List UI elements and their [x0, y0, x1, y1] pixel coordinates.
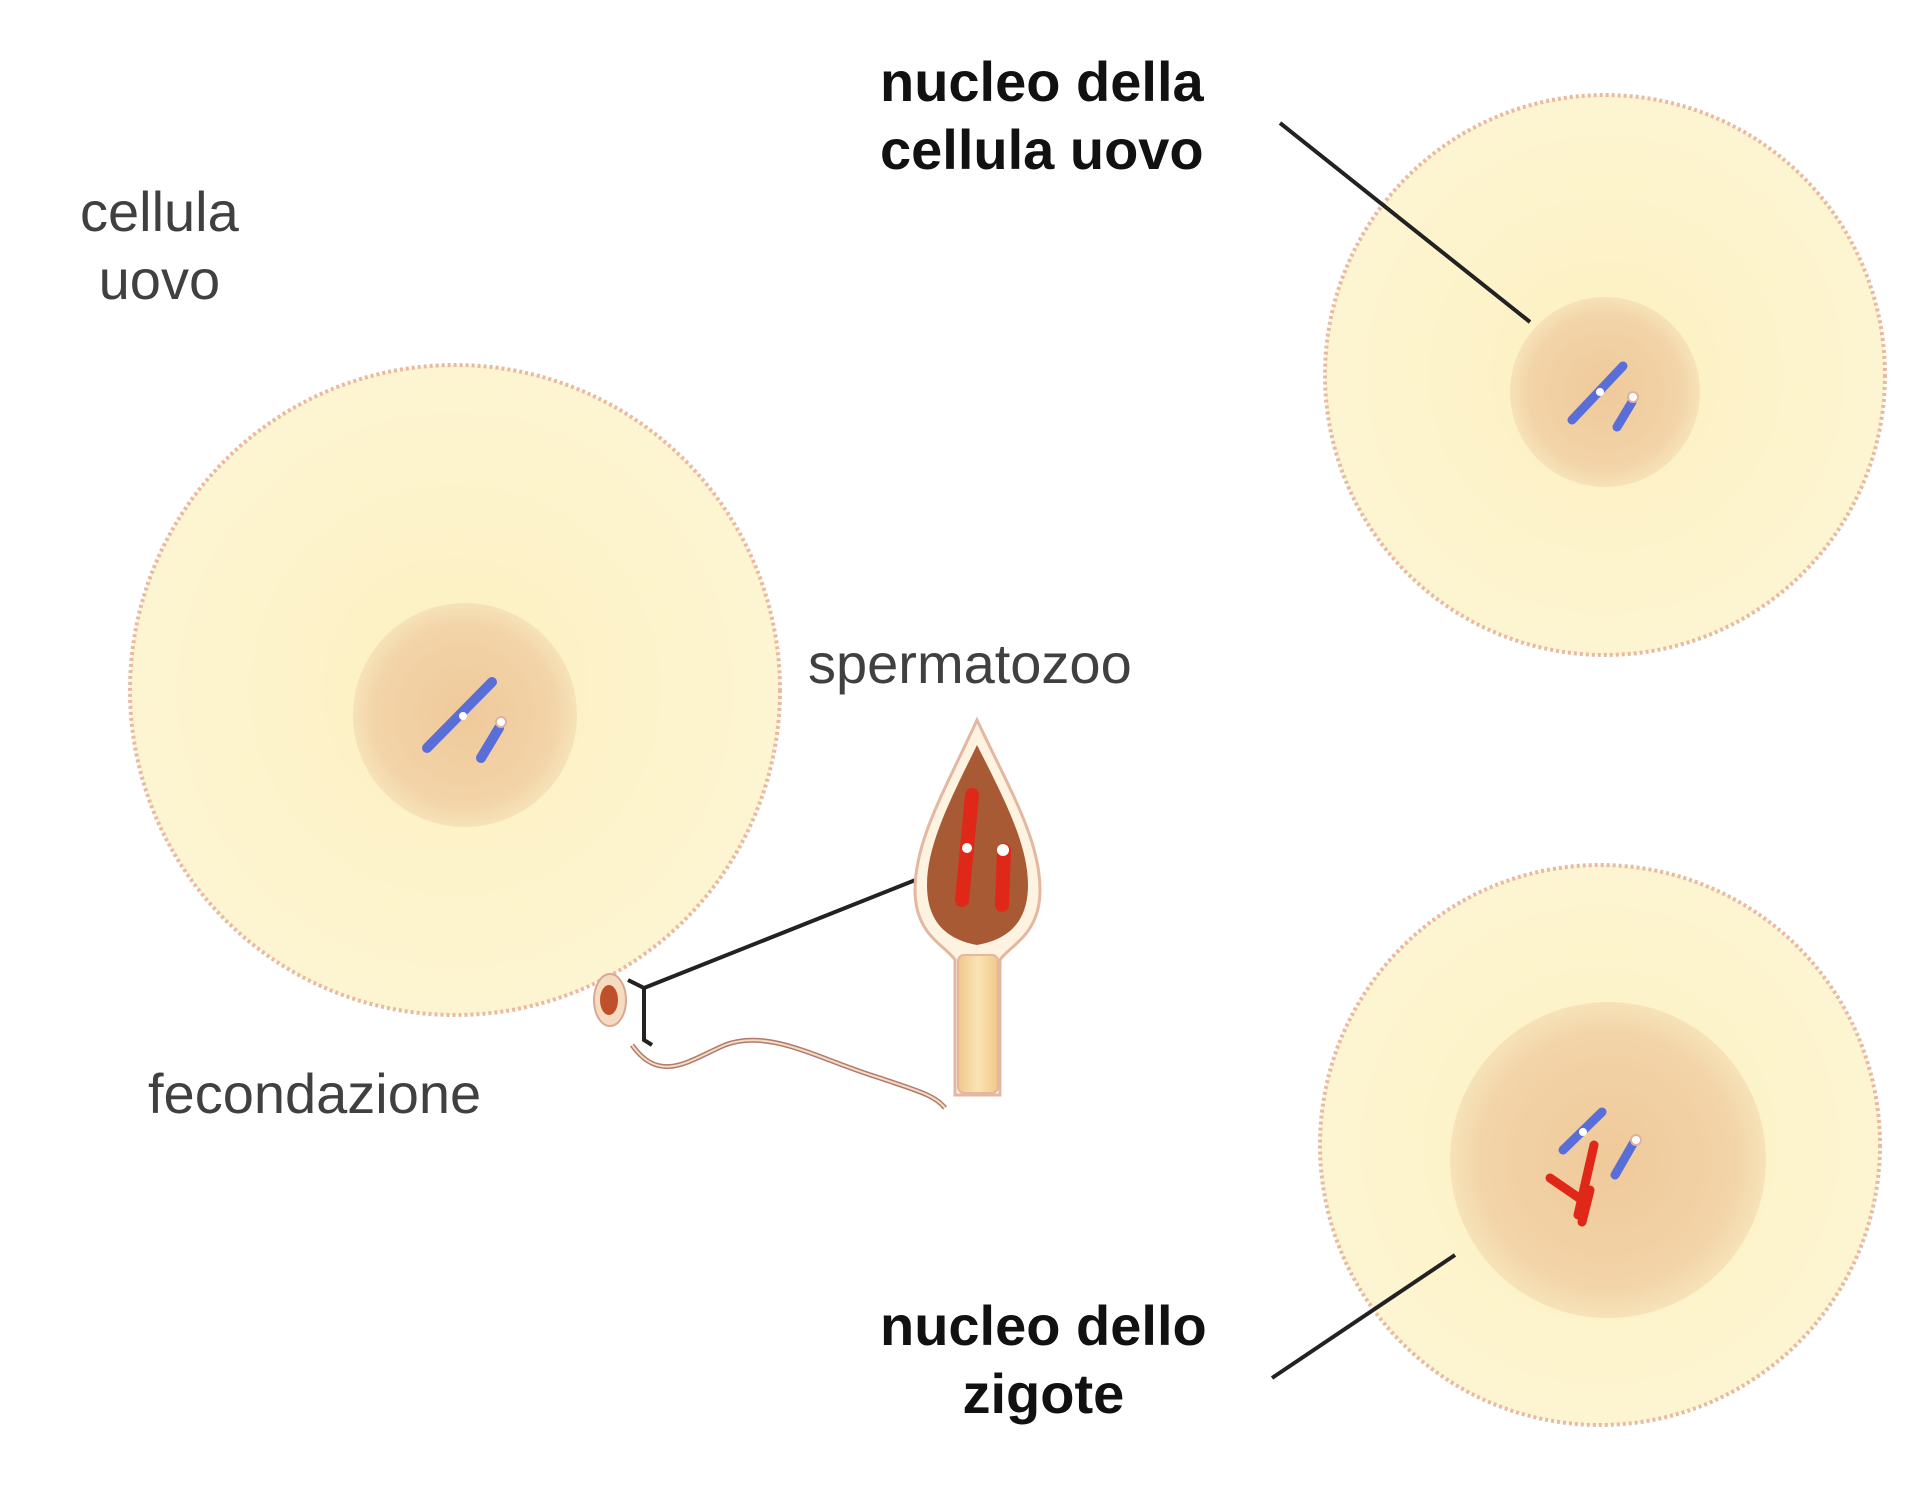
- egg-nucleus-pointer: [1278, 121, 1532, 324]
- zygote-nucleus: [1450, 1002, 1766, 1318]
- label-egg-cell-line2: uovo: [98, 248, 221, 312]
- label-fertilization: fecondazione: [148, 1060, 481, 1128]
- label-zygote-nucleus-line1: nucleo dello: [880, 1294, 1207, 1357]
- egg-cell-top-right: [1278, 93, 1887, 657]
- sperm-callout: [627, 873, 929, 1047]
- entering-sperm: [593, 973, 947, 1110]
- sperm-tail: [957, 954, 999, 1094]
- label-egg-cell: cellula uovo: [80, 178, 239, 315]
- label-fertilization-text: fecondazione: [148, 1062, 482, 1125]
- label-zygote-nucleus-line2: zigote: [962, 1362, 1125, 1426]
- zygote-chromosomes: [1545, 1107, 1642, 1227]
- label-egg-nucleus-line1: nucleo della: [880, 50, 1204, 113]
- zygote-cell: [1270, 863, 1882, 1427]
- egg-cell-nucleus: [1510, 297, 1700, 487]
- egg-cell-fertilization: [128, 363, 782, 1017]
- label-egg-nucleus-line2: cellula uovo: [880, 118, 1204, 182]
- label-sperm: spermatozoo: [808, 630, 1132, 698]
- paternal-chromosomes: [955, 788, 1011, 912]
- label-egg-cell-line1: cellula: [80, 180, 239, 243]
- label-egg-nucleus: nucleo della cellula uovo: [880, 48, 1204, 185]
- maternal-chromosomes: [422, 677, 507, 763]
- maternal-chromosomes: [1567, 361, 1639, 432]
- zygote-nucleus-pointer: [1270, 1253, 1457, 1380]
- label-sperm-text: spermatozoo: [808, 632, 1132, 695]
- label-zygote-nucleus: nucleo dello zigote: [880, 1292, 1207, 1429]
- magnified-sperm: [913, 716, 1042, 1097]
